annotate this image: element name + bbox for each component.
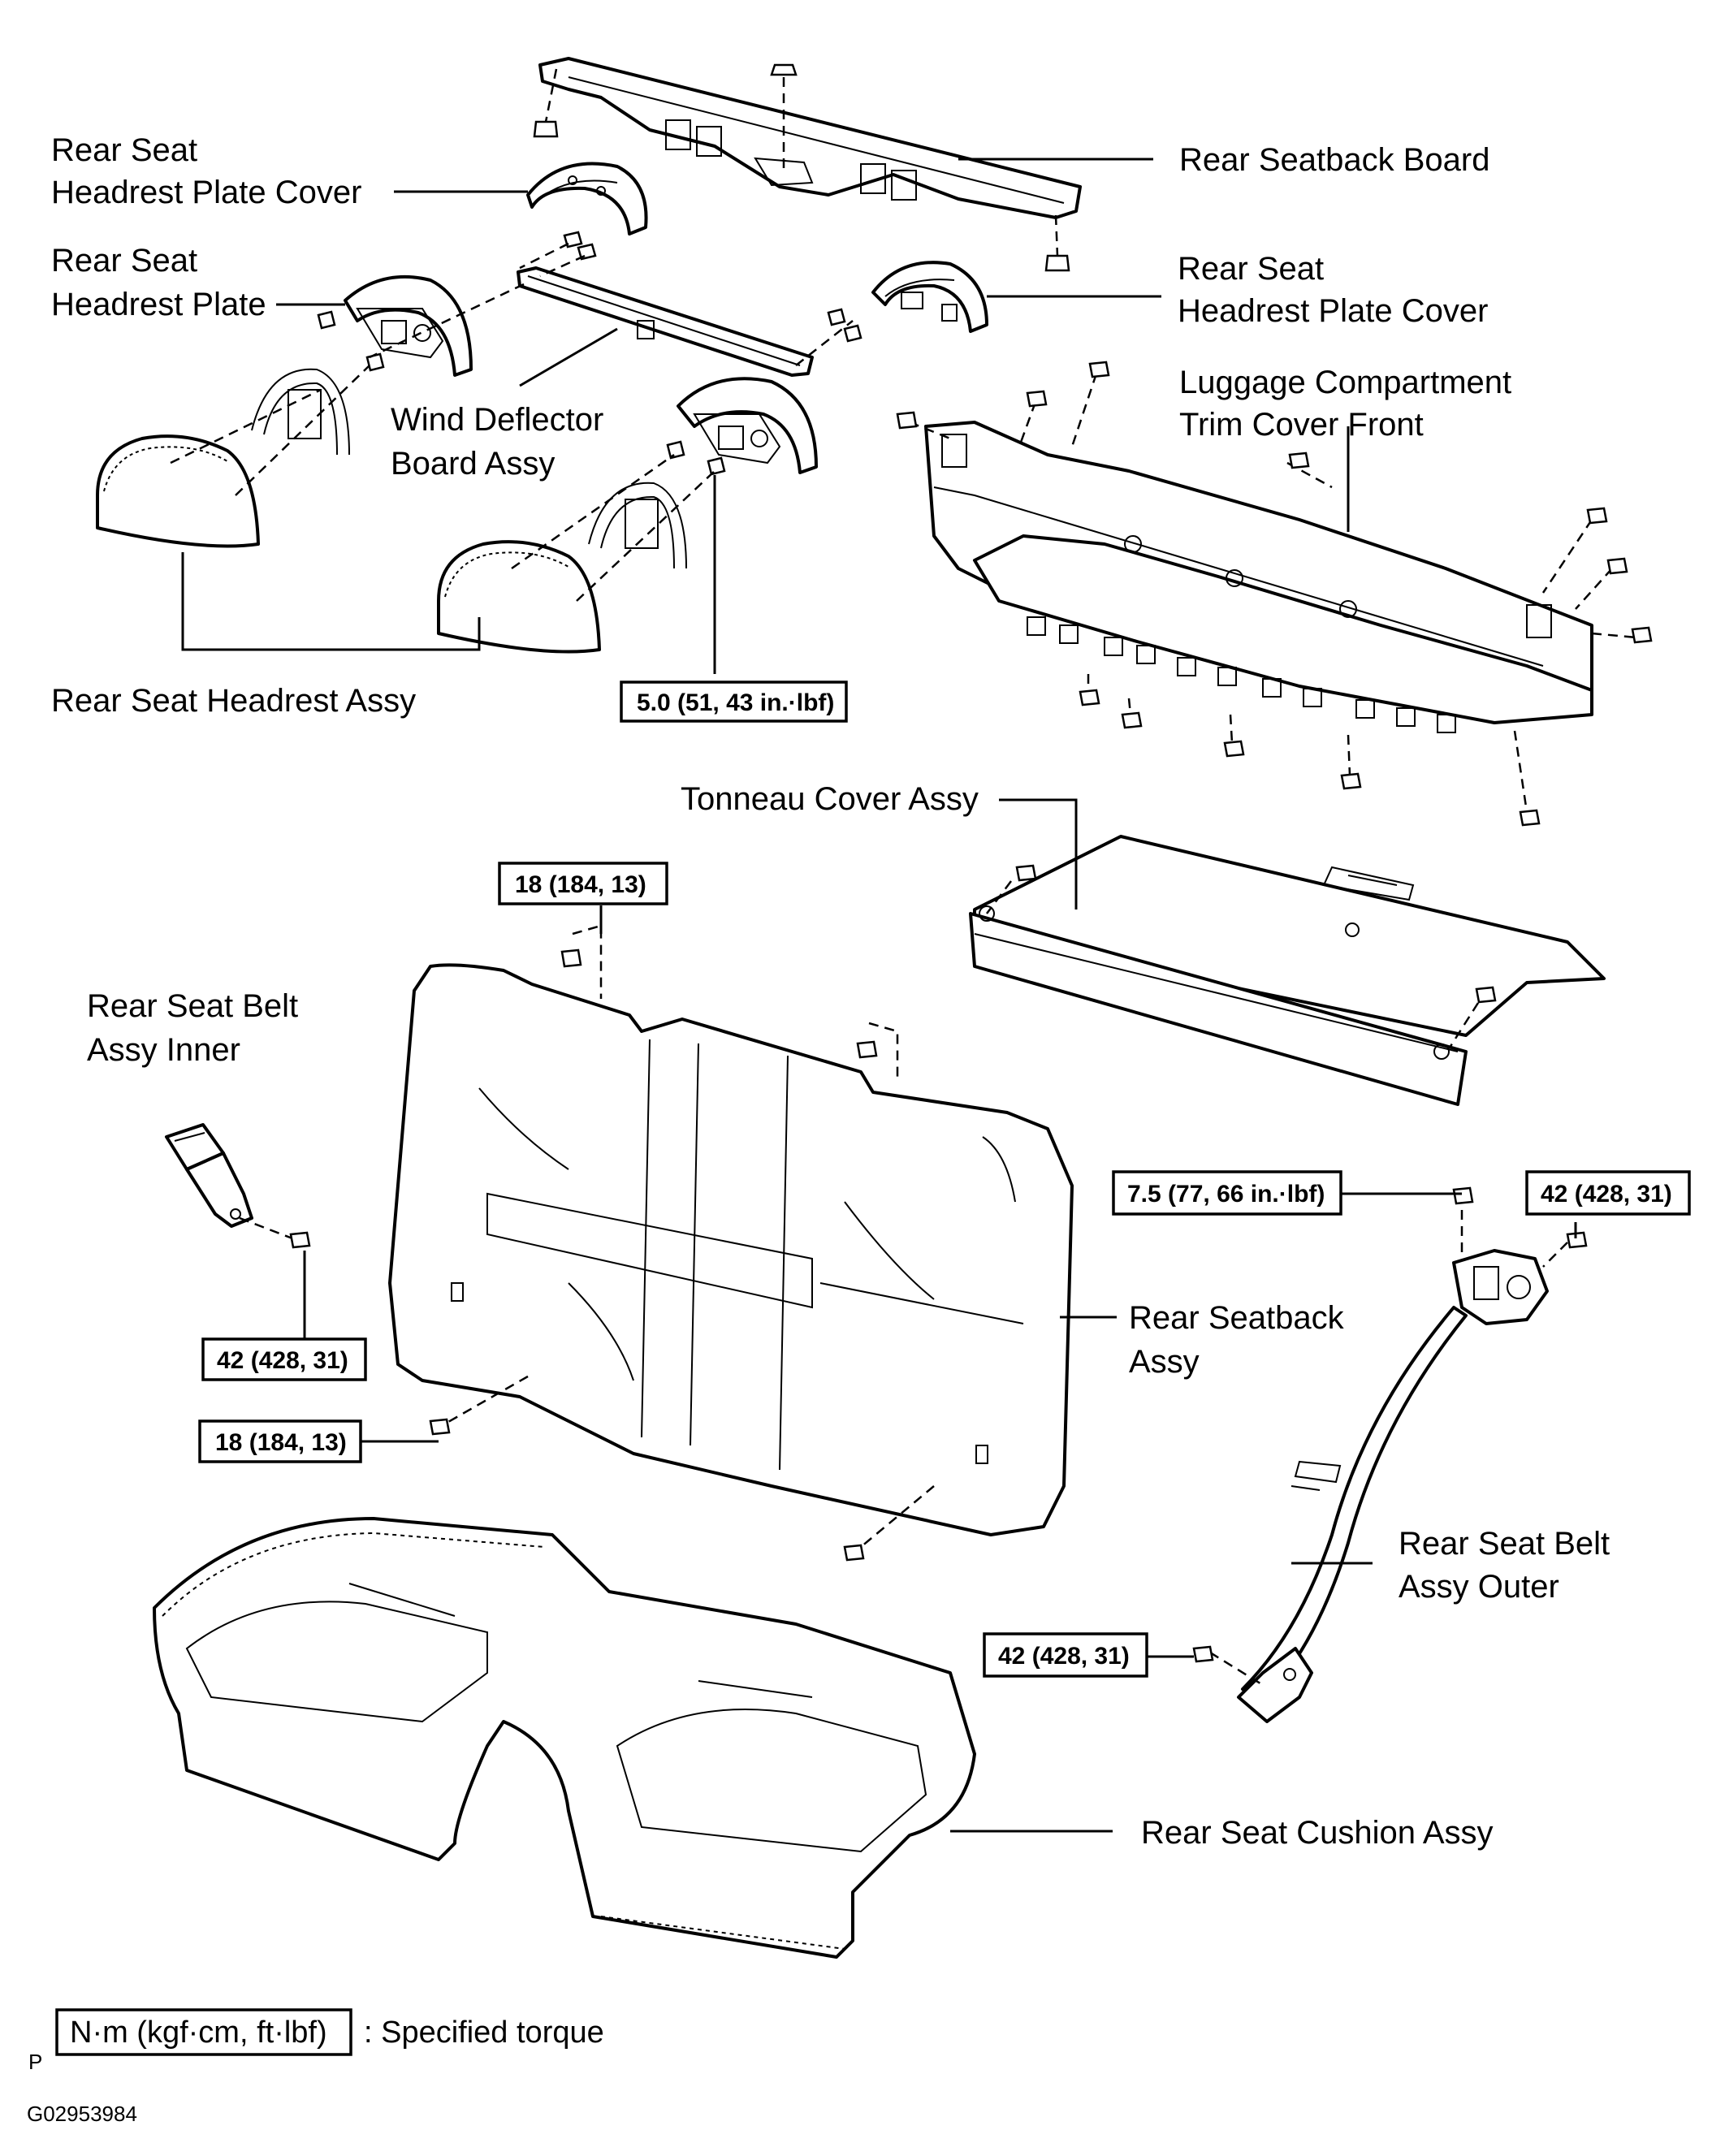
label-belt-outer-line2: Assy Outer: [1399, 1569, 1559, 1605]
label-belt-outer-line1: Rear Seat Belt: [1399, 1526, 1610, 1562]
headrest-assy-left-drawing: [96, 365, 370, 548]
belt-outer-drawing: [1192, 1186, 1588, 1723]
torque-belt-outer-anchor: 42 (428, 31): [983, 1632, 1148, 1678]
label-tonneau-cover: Tonneau Cover Assy: [681, 781, 979, 817]
headrest-plate-cover-left-drawing: [526, 162, 648, 235]
label-luggage-trim-line1: Luggage Compartment: [1179, 365, 1511, 400]
label-headrest-plate-left-line1: Rear Seat: [51, 243, 197, 279]
label-headrest-plate-cover-right-line1: Rear Seat: [1178, 251, 1324, 287]
luggage-trim-cover-drawing: [896, 361, 1653, 827]
headrest-plate-right-drawing: [666, 377, 818, 476]
torque-callouts: 5.0 (51, 43 in.·lbf) 18 (184, 13) 42 (42…: [198, 681, 1691, 1678]
wind-deflector-board-drawing: [369, 242, 862, 377]
svg-text:18 (184, 13): 18 (184, 13): [515, 871, 646, 898]
label-luggage-trim-line2: Trim Cover Front: [1179, 407, 1424, 443]
legend-description: : Specified torque: [364, 2016, 604, 2050]
torque-headrest-plate: 5.0 (51, 43 in.·lbf): [620, 681, 848, 723]
headrest-plate-cover-right-drawing: [871, 261, 988, 333]
label-wind-deflector-line2: Board Assy: [391, 446, 555, 482]
rear-seat-cushion-assy-drawing: [153, 1517, 976, 1959]
torque-retractor-side: 42 (428, 31): [1525, 1170, 1691, 1216]
label-headrest-plate-cover-left-line1: Rear Seat: [51, 132, 197, 168]
label-headrest-plate-cover-left-line2: Headrest Plate Cover: [51, 175, 361, 210]
headrest-plate-left-drawing: [317, 231, 597, 377]
torque-retractor-top: 7.5 (77, 66 in.·lbf): [1112, 1170, 1342, 1216]
label-headrest-assy: Rear Seat Headrest Assy: [51, 683, 416, 719]
leader-lines: [181, 158, 1577, 1833]
label-wind-deflector-line1: Wind Deflector: [391, 402, 603, 438]
tonneau-cover-drawing: [969, 835, 1606, 1106]
label-headrest-plate-cover-right-line2: Headrest Plate Cover: [1178, 293, 1488, 329]
figure-id: G02953984: [27, 2102, 137, 2126]
torque-legend: N·m (kgf·cm, ft·lbf) : Specified torque: [55, 2008, 604, 2056]
svg-text:42 (428, 31): 42 (428, 31): [998, 1643, 1130, 1670]
svg-text:7.5 (77, 66 in.·lbf): 7.5 (77, 66 in.·lbf): [1127, 1181, 1325, 1208]
label-rear-seatback-board: Rear Seatback Board: [1179, 142, 1489, 178]
label-belt-inner-line2: Assy Inner: [87, 1032, 240, 1068]
part-labels: Rear Seatback Board Rear Seat Headrest P…: [51, 132, 1610, 1851]
label-cushion-assy: Rear Seat Cushion Assy: [1141, 1815, 1494, 1851]
figure-footer: P G02953984: [27, 2050, 137, 2126]
svg-text:42 (428, 31): 42 (428, 31): [1541, 1181, 1672, 1208]
label-belt-inner-line1: Rear Seat Belt: [87, 988, 298, 1024]
footer-marker: P: [28, 2050, 42, 2074]
svg-text:42 (428, 31): 42 (428, 31): [217, 1347, 348, 1374]
rear-seatback-board-drawing: [533, 57, 1082, 272]
svg-text:18 (184, 13): 18 (184, 13): [215, 1429, 347, 1456]
belt-inner-drawing: [165, 1123, 311, 1249]
legend-unit-box: N·m (kgf·cm, ft·lbf): [70, 2016, 327, 2050]
label-seatback-assy-line2: Assy: [1129, 1344, 1200, 1380]
svg-text:5.0 (51, 43 in.·lbf): 5.0 (51, 43 in.·lbf): [637, 689, 834, 716]
torque-seatback-top: 18 (184, 13): [498, 862, 668, 905]
torque-seatback-lower: 18 (184, 13): [198, 1419, 362, 1463]
label-seatback-assy-line1: Rear Seatback: [1129, 1300, 1345, 1336]
label-headrest-plate-left-line2: Headrest Plate: [51, 287, 266, 322]
torque-belt-inner: 42 (428, 31): [201, 1337, 367, 1381]
rear-seatback-assy-drawing: [388, 924, 1074, 1562]
